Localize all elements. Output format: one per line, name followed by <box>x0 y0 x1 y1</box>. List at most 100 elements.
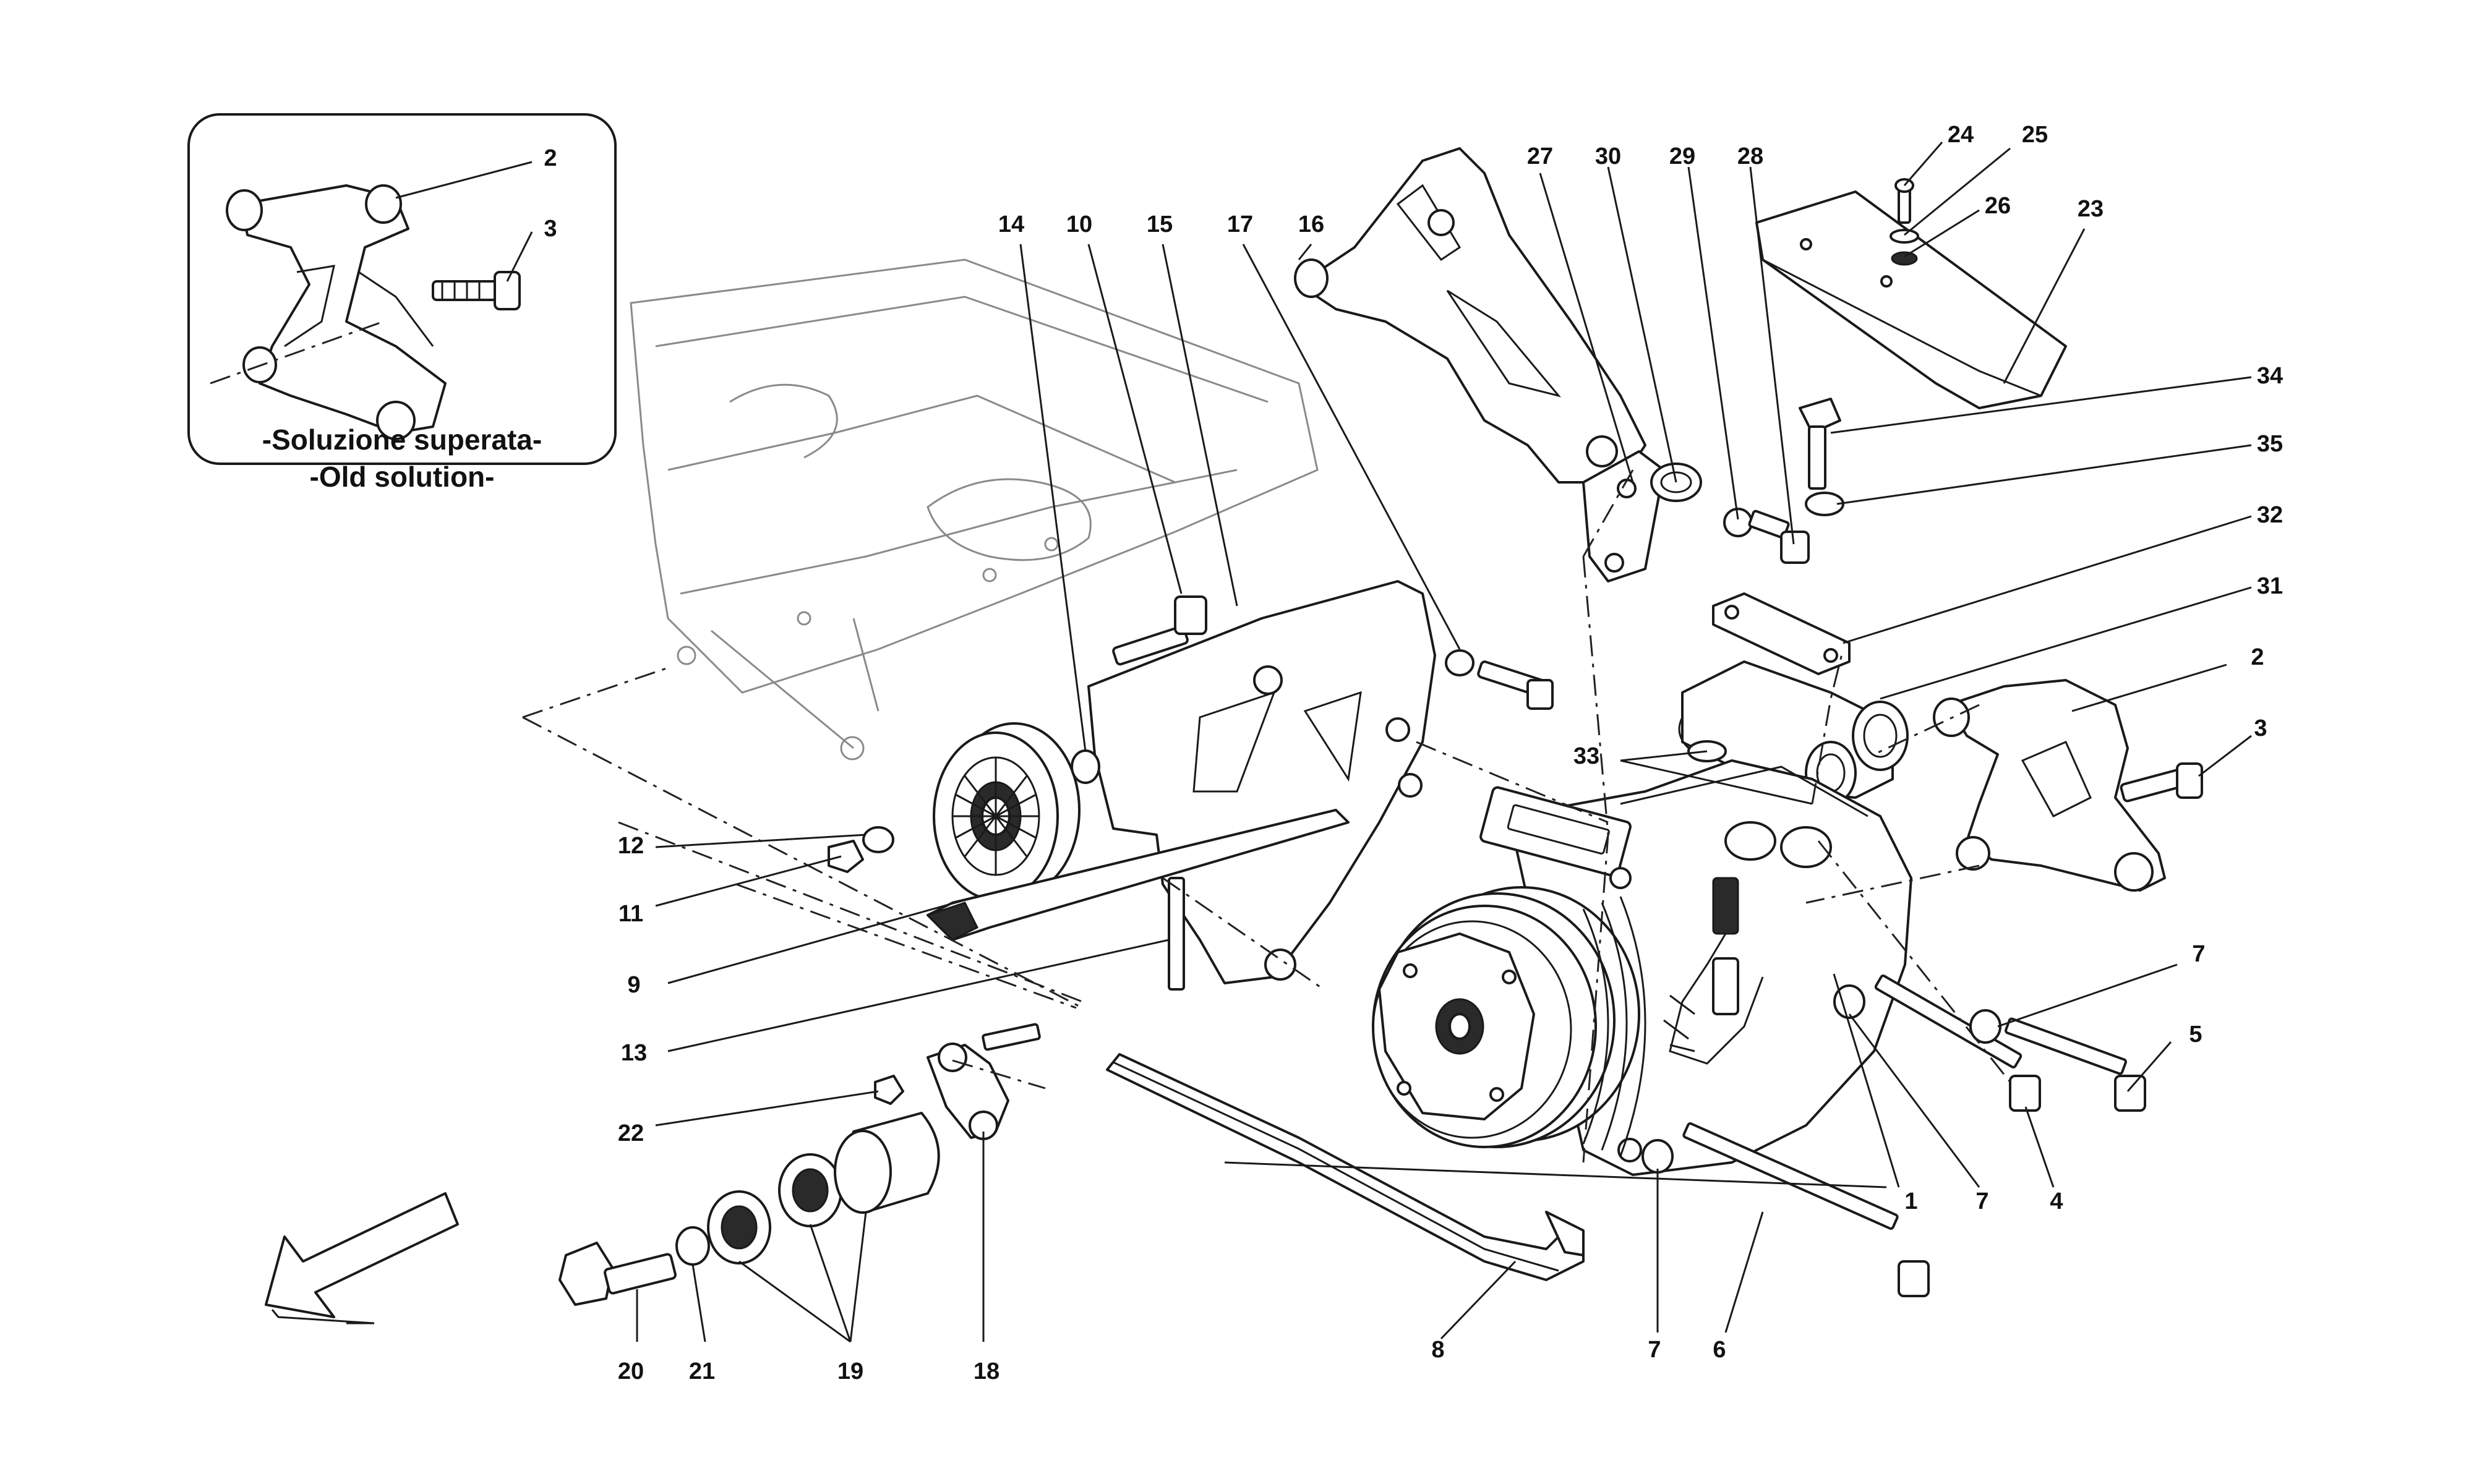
leader-15 <box>1162 244 1238 607</box>
leader-30 <box>1607 166 1677 483</box>
new-bracket-2 <box>1933 679 2166 892</box>
washer-12 <box>862 826 894 853</box>
compressor-clutch-pulley <box>1372 886 1646 1157</box>
engine-oil-sump <box>630 258 1319 761</box>
leader-23 <box>2003 228 2086 384</box>
inset-callout-3: 3 <box>544 216 557 242</box>
leader-7b <box>1997 963 2178 1028</box>
callout-34: 34 <box>2257 363 2283 389</box>
upper-support-bracket <box>1294 147 1646 484</box>
leader-8 <box>1440 1260 1517 1340</box>
leader-4 <box>2024 1106 2055 1188</box>
callout-32: 32 <box>2257 502 2283 528</box>
callout-4: 4 <box>2050 1188 2063 1214</box>
bolt-20 <box>559 1242 677 1306</box>
front-arrow-icon <box>265 1192 459 1324</box>
inset-leader-2 <box>395 161 533 199</box>
leader-26 <box>1904 209 1980 258</box>
bolt-10 <box>1112 595 1207 666</box>
callout-28: 28 <box>1737 143 1763 169</box>
bolt-17 <box>1445 649 1554 710</box>
callout-6: 6 <box>1713 1337 1726 1363</box>
stud-bolt <box>982 1023 1041 1051</box>
callout-35: 35 <box>2257 431 2283 457</box>
leader-28 <box>1749 166 1795 545</box>
washer-14 <box>1071 749 1100 784</box>
callout-26: 26 <box>1985 193 2011 219</box>
inset-caption-en: -Old solution- <box>310 461 495 493</box>
leader-19c <box>849 1211 867 1342</box>
inset-old-bracket <box>226 184 447 440</box>
callout-22: 22 <box>618 1120 644 1146</box>
inset-callout-2: 2 <box>544 145 557 171</box>
leader-3 <box>2198 735 2252 777</box>
leader-19b <box>809 1224 852 1342</box>
callout-1: 1 <box>1904 1188 1917 1214</box>
leader-17 <box>1242 244 1461 650</box>
callout-labels: 1 2 3 4 5 6 7 7 7 8 9 10 11 12 13 14 15 … <box>618 122 2283 1384</box>
callout-3: 3 <box>2254 715 2267 741</box>
callout-5: 5 <box>2189 1021 2202 1047</box>
callout-8: 8 <box>1431 1337 1444 1363</box>
leader-9 <box>667 895 978 984</box>
washer-21 <box>675 1226 710 1266</box>
assembly-axis-lines <box>522 469 2011 1163</box>
callout-19: 19 <box>837 1358 863 1384</box>
callout-15: 15 <box>1147 211 1173 237</box>
leader-22 <box>655 1090 879 1127</box>
callout-30: 30 <box>1595 143 1621 169</box>
callout-11: 11 <box>618 901 643 927</box>
leader-14 <box>1019 244 1087 752</box>
inset-leader-3 <box>506 231 533 282</box>
callout-16: 16 <box>1298 211 1324 237</box>
callout-21: 21 <box>689 1358 715 1384</box>
bolt-3 <box>2120 762 2203 803</box>
leader-25 <box>1904 147 2011 236</box>
bracket-18 <box>927 1043 1009 1140</box>
leader-21 <box>691 1264 706 1342</box>
callout-7c: 7 <box>1648 1337 1661 1363</box>
inset-frame <box>187 113 617 465</box>
idler-assembly <box>559 1023 1041 1306</box>
callout-29: 29 <box>1669 143 1695 169</box>
leader-10 <box>1087 244 1183 594</box>
callout-18: 18 <box>974 1358 999 1384</box>
connector-plate-32 <box>1712 592 1851 675</box>
callout-14: 14 <box>998 211 1024 237</box>
leader-16 <box>1298 244 1312 260</box>
leader-2 <box>2071 663 2227 712</box>
callout-25: 25 <box>2022 122 2048 148</box>
bolt-4 <box>1833 974 2041 1112</box>
leader-33b <box>1620 759 1813 805</box>
leader-27 <box>1539 173 1634 483</box>
bolt-28 <box>1723 508 1810 564</box>
callout-13: 13 <box>621 1040 647 1066</box>
leader-19a <box>738 1260 851 1343</box>
callout-2: 2 <box>2251 644 2264 670</box>
bearings-19 <box>707 1112 940 1264</box>
callout-10: 10 <box>1066 211 1092 237</box>
bolt-34 <box>1799 398 1841 490</box>
small-hardware <box>828 595 1554 991</box>
inset-axis-line <box>210 320 384 385</box>
bolt-5 <box>1969 1009 2146 1112</box>
heat-shield-23 <box>1755 190 2067 409</box>
bracket-plate-27 <box>1582 450 1665 582</box>
callout-12: 12 <box>618 833 644 859</box>
leader-1 <box>1224 1161 1887 1188</box>
callout-7a: 7 <box>1975 1188 1988 1214</box>
callout-9: 9 <box>627 972 640 998</box>
leader-5 <box>2126 1041 2172 1092</box>
leader-12 <box>655 834 867 848</box>
leader-6 <box>1724 1211 1764 1333</box>
nut-22 <box>874 1075 904 1105</box>
callout-20: 20 <box>618 1358 644 1384</box>
leader-29 <box>1687 166 1739 520</box>
leader-11 <box>655 855 842 907</box>
callout-24: 24 <box>1948 122 1974 148</box>
nut-11 <box>828 840 864 873</box>
callout-33: 33 <box>1573 743 1599 769</box>
callout-7b: 7 <box>2192 941 2205 967</box>
callout-27: 27 <box>1527 143 1553 169</box>
